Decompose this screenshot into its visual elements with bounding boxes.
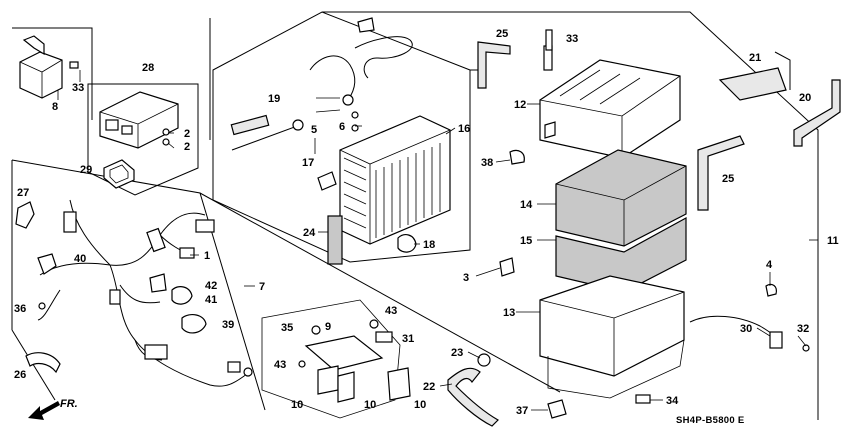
reference-code: SH4P-B5800 E [676, 415, 745, 426]
callout-38: 38 [481, 157, 493, 169]
callout-30: 30 [740, 323, 752, 335]
callout-33a: 33 [566, 33, 578, 45]
callout-42: 42 [205, 280, 217, 292]
callout-1: 1 [204, 250, 210, 262]
callout-36: 36 [14, 303, 26, 315]
wire-harness [37, 199, 253, 387]
front-direction-arrow: FR. [28, 398, 78, 420]
callout-25a: 25 [496, 28, 508, 40]
callout-40: 40 [74, 253, 86, 265]
callout-26: 26 [14, 369, 26, 381]
callout-34: 34 [666, 395, 679, 407]
direction-label: FR. [60, 398, 78, 410]
callout-2: 2 [184, 128, 190, 140]
callout-3: 3 [463, 272, 469, 284]
callout-29: 29 [80, 164, 92, 176]
relay-bracket [298, 319, 411, 403]
upper-housing [539, 45, 681, 159]
callout-39: 39 [222, 319, 234, 331]
harness-clips [15, 201, 207, 374]
callout-16: 16 [458, 123, 470, 135]
filter-upper [555, 149, 687, 247]
callout-25b: 25 [722, 173, 734, 185]
callout-35: 35 [281, 322, 293, 334]
callout-33b: 33 [72, 82, 84, 94]
callout-17: 17 [302, 157, 314, 169]
fasteners [477, 29, 651, 419]
callout-21: 21 [749, 52, 761, 64]
callout-24: 24 [303, 227, 316, 239]
callout-10c: 10 [414, 399, 426, 411]
callout-11: 11 [827, 235, 839, 247]
callout-10b: 10 [364, 399, 376, 411]
callout-19: 19 [268, 93, 280, 105]
callout-9: 9 [325, 321, 331, 333]
callout-37: 37 [516, 405, 528, 417]
callout-43a: 43 [385, 305, 397, 317]
callout-13: 13 [503, 307, 515, 319]
callout-23: 23 [451, 347, 463, 359]
relay-part [19, 35, 79, 99]
callout-8: 8 [52, 101, 58, 113]
callout-5: 5 [311, 124, 317, 136]
callout-2b: 2 [184, 141, 190, 153]
hoses [477, 41, 841, 211]
group-outlines [11, 11, 819, 420]
callout-6: 6 [339, 121, 345, 133]
grommet-part [103, 159, 135, 189]
callout-28: 28 [142, 62, 154, 74]
callout-14: 14 [520, 199, 533, 211]
callout-41: 41 [205, 294, 217, 306]
callout-10a: 10 [291, 399, 303, 411]
filter-lower [555, 216, 687, 293]
callout-22: 22 [423, 381, 435, 393]
callout-32: 32 [797, 323, 809, 335]
callout-27: 27 [17, 187, 29, 199]
callout-12: 12 [514, 99, 526, 111]
callout-18: 18 [423, 239, 435, 251]
sensor-cable [689, 283, 810, 352]
connector-part [99, 91, 179, 149]
lower-case [499, 149, 685, 399]
callout-labels: 1 2 2 3 4 5 6 7 8 9 10 10 10 11 12 13 14… [14, 28, 839, 417]
leader-lines [57, 70, 818, 411]
callout-43b: 43 [274, 359, 286, 371]
callout-31: 31 [402, 333, 414, 345]
callout-20: 20 [799, 92, 811, 104]
callout-15: 15 [520, 235, 532, 247]
evaporator [230, 17, 451, 265]
callout-4: 4 [766, 259, 773, 271]
callout-7: 7 [259, 281, 265, 293]
drain-hose [447, 367, 499, 427]
